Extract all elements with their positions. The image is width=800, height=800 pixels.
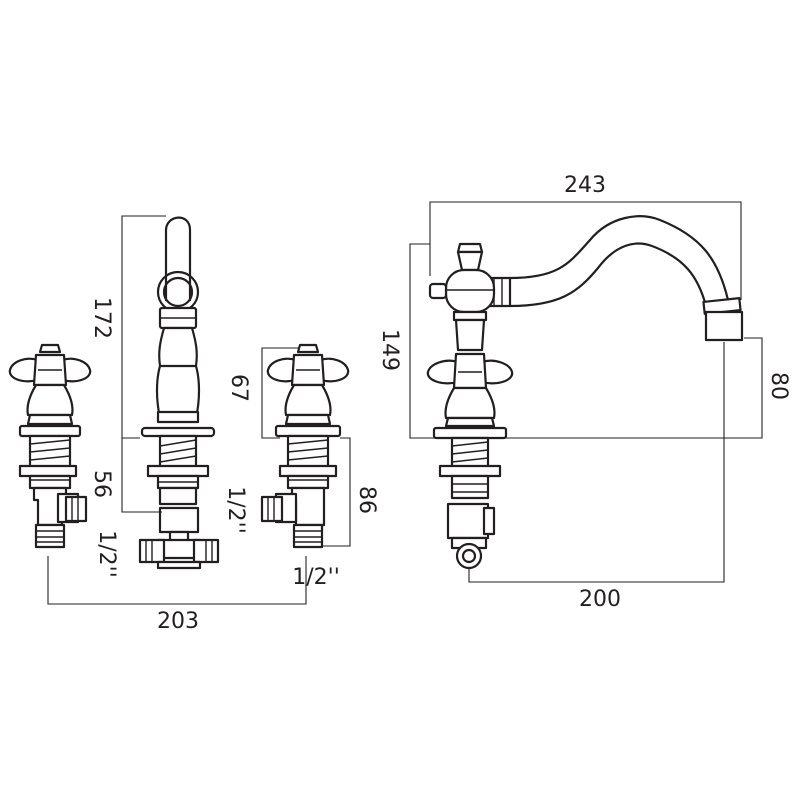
spout-height-label: 172	[89, 297, 114, 339]
front-dimension-lines	[47, 215, 351, 605]
side-height-label: 149	[377, 329, 402, 371]
body-depth-label: 56	[89, 470, 114, 498]
centre-spout	[138, 216, 220, 570]
outlet-offset-label: 200	[579, 587, 621, 612]
right-valve	[260, 343, 350, 549]
inlet-mid-label: 1/2''	[94, 530, 119, 578]
handle-height-label: 67	[226, 374, 251, 402]
inlet-left-label: 1/2''	[223, 486, 248, 534]
side-dimension-lines	[409, 201, 763, 583]
front-dimension-labels: 172 56 67 86 1/2'' 1/2'' 1/2'' 203	[89, 297, 379, 634]
center-spacing-label: 203	[157, 609, 199, 634]
inlet-depth-label: 86	[354, 486, 379, 514]
side-view-tap	[426, 215, 744, 570]
inlet-right-label: 1/2''	[292, 565, 340, 590]
outlet-height-label: 80	[766, 372, 791, 400]
side-dimension-labels: 243 149 80 200	[377, 173, 791, 612]
spout-reach-label: 243	[564, 173, 606, 198]
left-valve	[8, 343, 92, 549]
